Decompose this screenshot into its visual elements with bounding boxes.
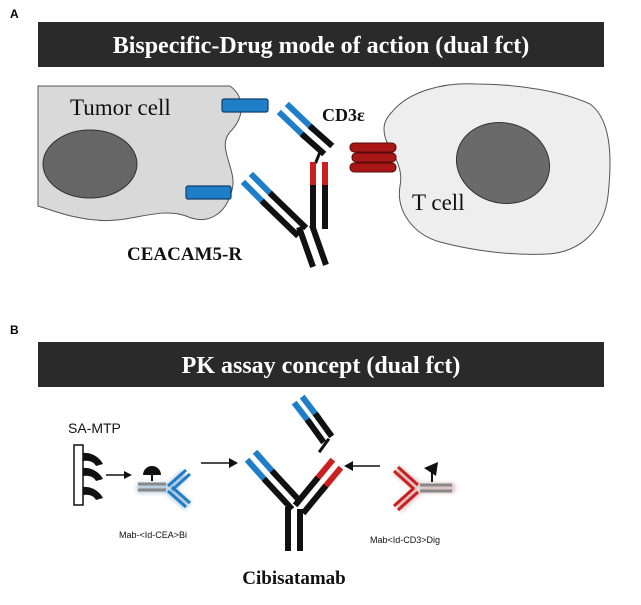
right-reagent-label: Mab<Id-CD3>Dig xyxy=(370,535,440,545)
cd3-label: CD3ε xyxy=(322,105,365,125)
sa-mtp-plate xyxy=(73,444,103,506)
ceacam5-receptor-top xyxy=(221,98,269,113)
panel-a-title-banner: Bispecific-Drug mode of action (dual fct… xyxy=(38,22,604,67)
arrow-plate-to-reagent xyxy=(106,471,132,479)
tumor-cell-label: Tumor cell xyxy=(70,95,171,120)
detection-reagent-right xyxy=(392,462,455,512)
tumor-nucleus xyxy=(42,129,138,199)
t-cell-label: T cell xyxy=(412,190,465,215)
left-reagent-label: Mab-<Id-CEA>Bi xyxy=(119,530,187,540)
arrow-left-to-drug xyxy=(201,458,238,468)
t-cell-nucleus xyxy=(455,121,551,205)
panel-a-title: Bispecific-Drug mode of action (dual fct… xyxy=(113,33,530,59)
panel-a-letter: A xyxy=(10,7,19,21)
ceacam5-label: CEACAM5-R xyxy=(127,244,242,265)
bispecific-antibody-a xyxy=(240,101,335,268)
sa-mtp-label: SA-MTP xyxy=(68,420,121,436)
cibisatamab-antibody xyxy=(244,394,344,551)
cd3-receptor xyxy=(349,142,397,173)
capture-reagent-left xyxy=(137,466,192,510)
arrow-right-to-drug xyxy=(344,461,380,471)
drug-label: Cibisatamab xyxy=(242,568,345,589)
panel-b-title: PK assay concept (dual fct) xyxy=(182,353,461,379)
ceacam5-receptor-bottom xyxy=(185,185,232,200)
t-cell xyxy=(383,83,611,255)
panel-b-title-banner: PK assay concept (dual fct) xyxy=(38,342,604,387)
panel-b-letter: B xyxy=(10,323,19,337)
